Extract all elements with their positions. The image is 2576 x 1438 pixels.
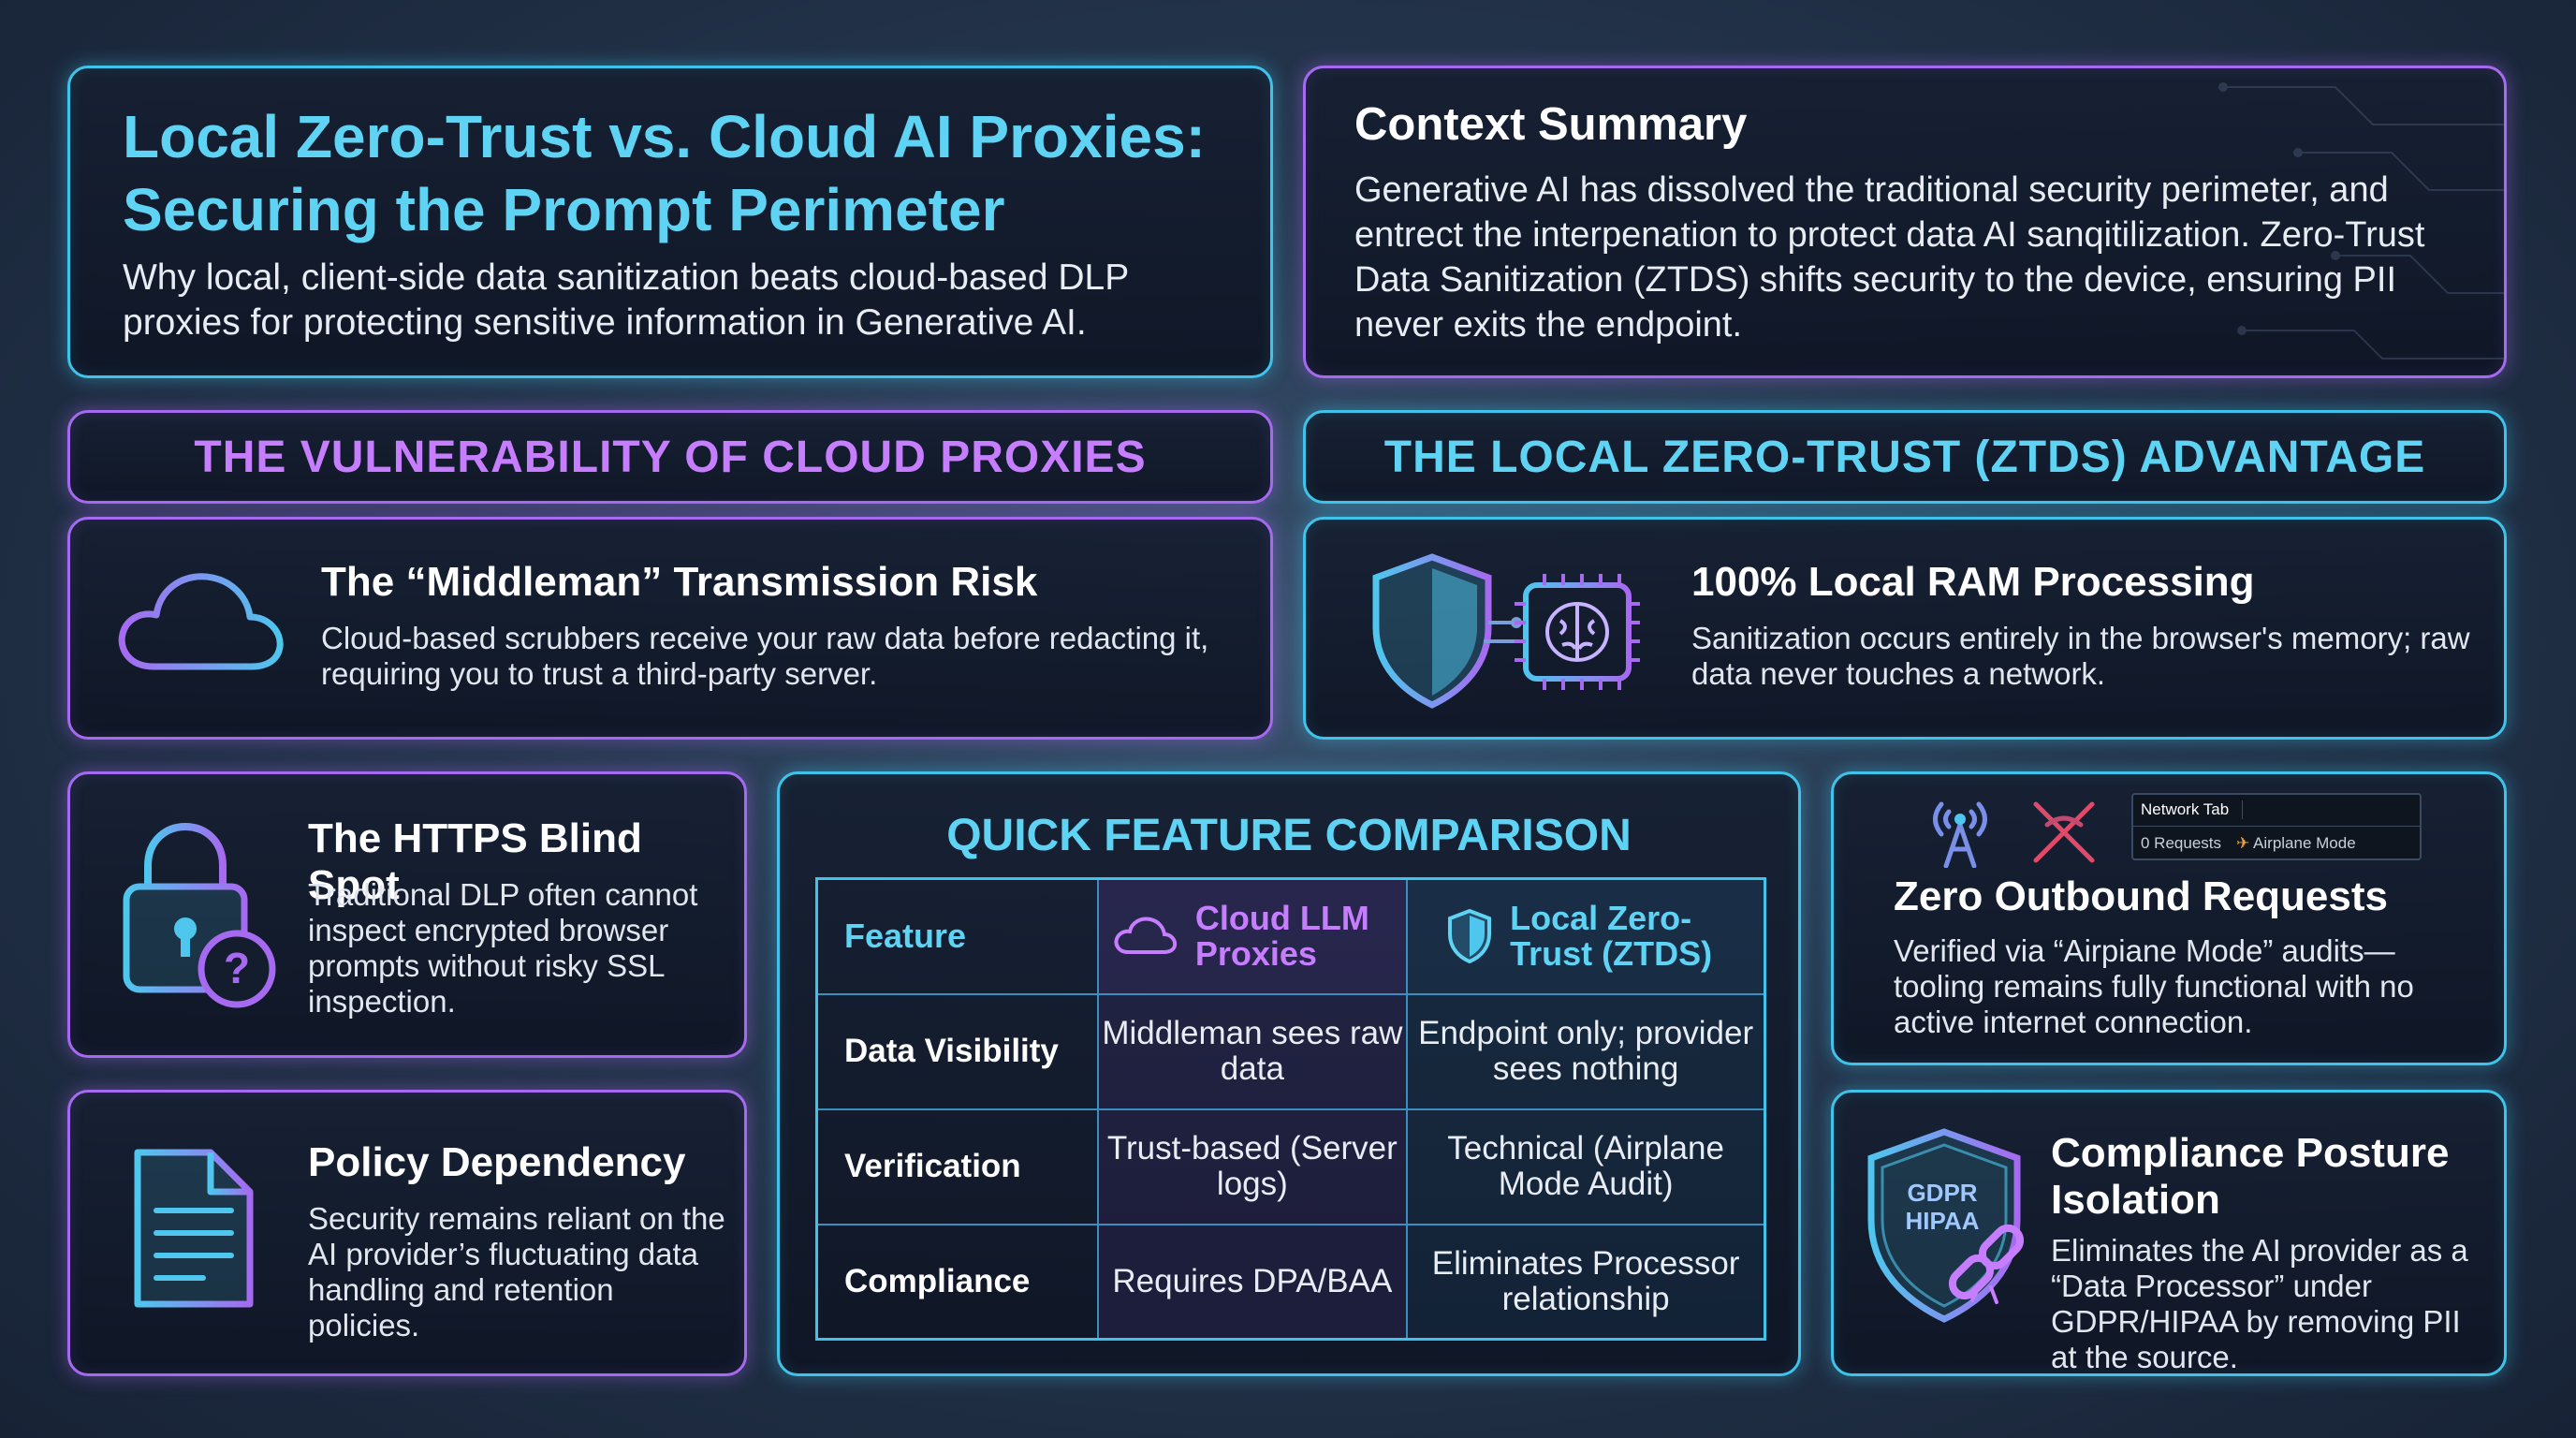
zero-outbound-title: Zero Outbound Requests [1894, 873, 2388, 919]
table-header-row: Feature Cloud LLM Proxies Local Zero-Tru… [815, 877, 1766, 995]
table-cell: Endpoint only; provider sees nothing [1406, 992, 1766, 1110]
cloud-icon [118, 573, 284, 670]
no-signal-icon [2033, 801, 2095, 863]
middleman-title: The “Middleman” Transmission Risk [321, 559, 1038, 605]
row-label: Data Visibility [815, 992, 1099, 1110]
shield-chip-icon [1372, 553, 1640, 709]
zero-outbound-text: Verified via “Airpiane Mode” audits—tool… [1894, 933, 2414, 1039]
card-zero-outbound: Network Tab 0 Requests ✈ Airplane Mode Z… [1831, 771, 2507, 1065]
table-cell: Eliminates Processor relationship [1406, 1223, 1766, 1341]
local-zero-trust-label: Local Zero-Trust (ZTDS) [1510, 899, 1713, 974]
page-title: Local Zero-Trust vs. Cloud AI Proxies: S… [123, 103, 1206, 243]
policy-text: Security remains reliant on the AI provi… [308, 1201, 725, 1343]
middleman-text: Cloud-based scrubbers receive your raw d… [321, 621, 1209, 691]
hipaa-label: HIPAA [1906, 1207, 1980, 1235]
comparison-table: Feature Cloud LLM Proxies Local Zero-Tru… [815, 877, 1766, 1341]
section-header-cloud-proxies: THE VULNERABILITY OF CLOUD PROXIES [67, 410, 1273, 504]
row-label: Verification [815, 1108, 1099, 1225]
table-row: Compliance Requires DPA/BAA Eliminates P… [815, 1223, 1766, 1341]
compliance-text: Eliminates the AI provider as a “Data Pr… [2051, 1233, 2468, 1374]
table-row: Verification Trust-based (Server logs) T… [815, 1108, 1766, 1225]
header-feature: Feature [815, 877, 1099, 995]
lock-question-icon: ? [123, 822, 276, 1008]
context-body: Generative AI has dissolved the traditio… [1354, 170, 2425, 345]
airplane-icon: ✈ [2236, 834, 2250, 852]
https-text: Traditional DLP often cannot inspect enc… [308, 877, 698, 1019]
context-heading: Context Summary [1354, 99, 1748, 150]
comparison-title: QUICK FEATURE COMPARISON [946, 811, 1632, 860]
https-title: The HTTPS Blind Spot [308, 815, 642, 908]
card-local-ram: 100% Local RAM Processing Sanitization o… [1303, 517, 2507, 740]
header-cloud-llm-proxies: Cloud LLM Proxies [1096, 877, 1409, 995]
card-compliance-isolation: GDPR HIPAA Compliance Posture Isolation … [1831, 1090, 2507, 1376]
cloud-icon [1114, 917, 1177, 955]
table-cell: Trust-based (Server logs) [1096, 1108, 1409, 1225]
circuit-pattern-icon [2218, 82, 2504, 360]
table-row: Data Visibility Middleman sees raw data … [815, 992, 1766, 1110]
card-https-blind-spot: ? The HTTPS Blind Spot Traditional DLP o… [67, 771, 747, 1058]
card-middleman-risk: The “Middleman” Transmission Risk Cloud-… [67, 517, 1273, 740]
feature-comparison-panel: QUICK FEATURE COMPARISON Feature Cloud L… [777, 771, 1801, 1376]
policy-title: Policy Dependency [308, 1139, 686, 1185]
table-cell: Requires DPA/BAA [1096, 1223, 1409, 1341]
table-cell: Middleman sees raw data [1096, 992, 1409, 1110]
svg-text:?: ? [224, 944, 250, 992]
ram-text: Sanitization occurs entirely in the brow… [1691, 621, 2470, 691]
requests-count: 0 Requests [2141, 834, 2221, 852]
title-panel: Local Zero-Trust vs. Cloud AI Proxies: S… [67, 66, 1273, 378]
context-summary-panel: Context Summary Generative AI has dissol… [1303, 66, 2507, 378]
gdpr-shield-icon: GDPR HIPAA [1867, 1128, 2025, 1323]
airplane-mode-label: Airplane Mode [2253, 834, 2356, 852]
network-tab-widget: Network Tab 0 Requests ✈ Airplane Mode [2131, 793, 2422, 860]
row-label: Compliance [815, 1223, 1099, 1341]
gdpr-label: GDPR [1907, 1179, 1977, 1207]
header-local-zero-trust: Local Zero-Trust (ZTDS) [1406, 877, 1766, 995]
ram-title: 100% Local RAM Processing [1691, 559, 2255, 605]
card-policy-dependency: Policy Dependency Security remains relia… [67, 1090, 747, 1376]
cloud-llm-proxies-label: Cloud LLM Proxies [1194, 899, 1369, 974]
antenna-signal-icon [1933, 801, 1987, 868]
compliance-title: Compliance Posture Isolation [2051, 1130, 2450, 1223]
page-subtitle: Why local, client-side data sanitization… [123, 257, 1129, 343]
section-header-ztds-advantage: THE LOCAL ZERO-TRUST (ZTDS) ADVANTAGE [1303, 410, 2507, 504]
table-cell: Technical (Airplane Mode Audit) [1406, 1108, 1766, 1225]
shield-icon [1448, 909, 1492, 964]
network-tab-label: Network Tab [2141, 800, 2244, 819]
document-icon [134, 1149, 254, 1308]
